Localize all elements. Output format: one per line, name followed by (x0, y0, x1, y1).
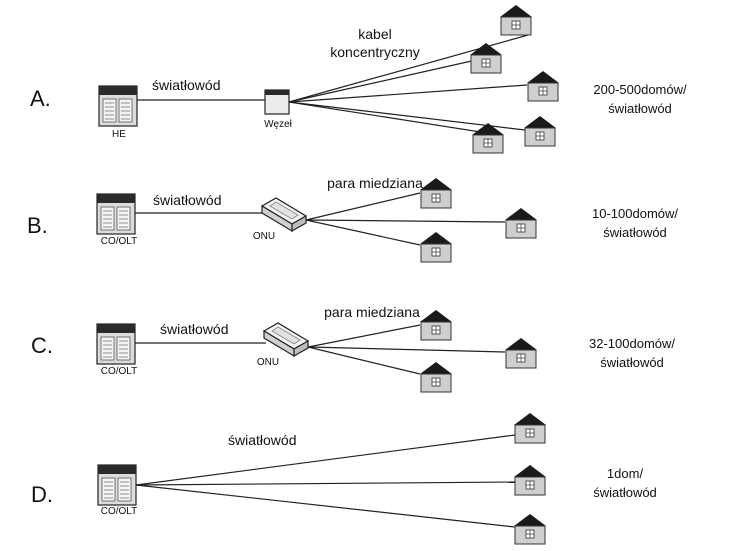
row-b-drop-line (305, 192, 421, 221)
row-c-drop-line (307, 346, 506, 353)
row-a-node-label: Węzeł (264, 119, 292, 130)
house-icon (524, 116, 556, 147)
house-icon (514, 413, 546, 444)
row-d-fiber-line (135, 484, 516, 528)
row-c-drop-label: para miedziana (324, 304, 420, 320)
house-icon (420, 178, 452, 209)
row-c-drop-line (307, 346, 421, 375)
onu-device-icon (260, 197, 308, 233)
house-icon (420, 310, 452, 341)
row-a-fiber-label: światłowód (152, 77, 221, 93)
row-d-source-label: CO/OLT (100, 506, 138, 517)
row-d-fiber-label: światłowód (228, 432, 297, 448)
house-icon (420, 362, 452, 393)
node-box-icon (264, 89, 290, 115)
row-b-drop-label: para miedziana (327, 175, 423, 191)
row-d-capacity-line2: światłowód (593, 485, 657, 500)
row-b-server-icon (96, 193, 136, 235)
row-b-capacity-line1: 10-100domów/ (592, 206, 678, 221)
row-c-fiber-label: światłowód (160, 321, 229, 337)
row-c-letter: C. (31, 333, 53, 358)
house-icon (470, 43, 502, 74)
row-d-fiber-line (135, 434, 516, 486)
row-a-drop-label-line1: kabel (358, 26, 392, 42)
row-a-drop-label-line2: koncentryczny (330, 44, 420, 60)
row-b-node-label: ONU (252, 231, 276, 242)
connection-lines (135, 34, 529, 528)
house-icon (514, 514, 546, 545)
diagram-shapes (96, 5, 559, 545)
row-c-node-label: ONU (256, 357, 280, 368)
row-a-server-icon (98, 85, 138, 127)
row-b-source-label: CO/OLT (100, 236, 138, 247)
row-c-server-icon (96, 323, 136, 365)
row-d-fiber-line (135, 481, 516, 486)
house-icon (514, 465, 546, 496)
row-a-letter: A. (30, 86, 51, 111)
house-icon (472, 123, 504, 154)
row-b-letter: B. (27, 213, 48, 238)
row-a-drop-line (288, 101, 488, 134)
house-icon (505, 208, 537, 239)
house-icon (505, 338, 537, 369)
house-icon (500, 5, 532, 36)
row-b-fiber-label: światłowód (153, 192, 222, 208)
row-b-drop-line (305, 219, 421, 246)
row-b-drop-line (305, 219, 506, 223)
row-a-drop-line (288, 84, 528, 103)
onu-device-icon (262, 322, 310, 358)
row-a-drop-line (288, 57, 486, 103)
row-c-capacity-line2: światłowód (600, 355, 664, 370)
row-b-capacity-line2: światłowód (603, 225, 667, 240)
row-a-capacity-line2: światłowód (608, 101, 672, 116)
row-d-capacity-line1: 1dom/ (606, 466, 644, 481)
row-c-capacity-line1: 32-100domów/ (589, 336, 675, 351)
row-d-server-icon (97, 464, 137, 506)
row-d-letter: D. (31, 482, 53, 507)
row-a-capacity-line1: 200-500domów/ (593, 82, 687, 97)
house-icon (420, 232, 452, 263)
row-c-drop-line (307, 324, 421, 348)
row-c-source-label: CO/OLT (100, 366, 138, 377)
house-icon (527, 71, 559, 102)
row-a-source-label: HE (112, 129, 126, 140)
